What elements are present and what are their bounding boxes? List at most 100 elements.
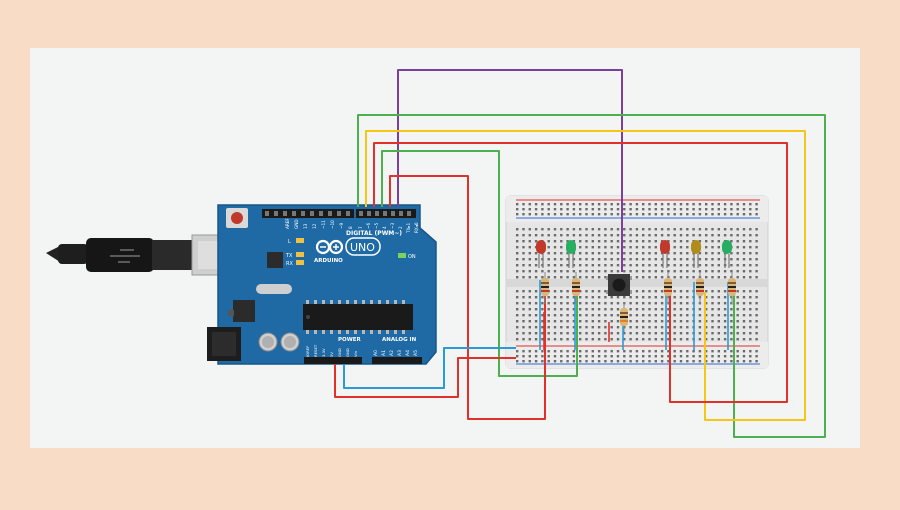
wire-power-jumpers[interactable]: [543, 312, 610, 350]
breadboard-hole: [597, 246, 601, 249]
wire-red-outer[interactable]: [373, 142, 788, 403]
wire-green-inner[interactable]: [381, 150, 578, 377]
digital-label: DIGITAL (PWM~): [346, 230, 402, 237]
breadboard-hole: [660, 326, 664, 329]
breadboard-hole: [528, 308, 531, 311]
breadboard-hole: [730, 276, 733, 279]
breadboard-hole: [623, 264, 626, 267]
analog-pin-label: A1: [381, 350, 387, 356]
pin-label: 8: [348, 226, 353, 229]
breadboard-hole: [547, 246, 550, 249]
breadboard-hole: [642, 252, 645, 255]
led-green-2[interactable]: [722, 240, 732, 268]
atmega-chip: [303, 304, 413, 330]
breadboard-hole: [591, 308, 594, 311]
breadboard-hole: [723, 360, 727, 363]
led-body[interactable]: [566, 240, 576, 254]
breadboard-hole: [717, 228, 720, 231]
reset-button-cap[interactable]: [231, 212, 243, 224]
led-red-2[interactable]: [660, 240, 670, 268]
breadboard-hole: [547, 252, 550, 255]
breadboard-hole: [528, 332, 531, 335]
breadboard-hole: [711, 326, 714, 329]
breadboard-hole: [717, 290, 720, 293]
breadboard-hole: [547, 296, 550, 299]
usb-cable[interactable]: [46, 234, 245, 276]
wire-purple[interactable]: [397, 69, 623, 272]
breadboard-hole: [547, 228, 550, 231]
breadboard-hole: [528, 258, 531, 261]
breadboard-hole: [522, 258, 525, 261]
breadboard-hole: [742, 296, 746, 299]
breadboard-hole: [673, 360, 676, 363]
breadboard-hole: [629, 246, 632, 249]
resistor[interactable]: [572, 272, 580, 304]
breadboard-hole: [579, 213, 582, 216]
wire-green-outer[interactable]: [357, 114, 826, 438]
arduino-board[interactable]: AREF GND 13 12 ~11 ~10 ~9 8 7 ~6 ~5 4 ~3…: [207, 204, 437, 365]
breadboard-hole: [635, 270, 639, 273]
wire-gnd[interactable]: [343, 347, 516, 389]
breadboard-hole: [654, 264, 657, 267]
led-body[interactable]: [691, 240, 701, 254]
breadboard-hole: [516, 240, 519, 243]
breadboard-hole: [705, 240, 708, 243]
breadboard-hole: [560, 270, 563, 273]
pin-label: ~3: [390, 222, 395, 229]
wire-5v[interactable]: [334, 357, 516, 398]
wire-red-inner[interactable]: [389, 175, 546, 420]
breadboard-hole: [642, 240, 645, 243]
wire-yellow[interactable]: [365, 130, 806, 421]
resistor[interactable]: [620, 302, 628, 332]
breadboard-hole: [604, 252, 607, 255]
breadboard-hole: [534, 360, 538, 363]
breadboard-hole: [667, 234, 670, 237]
push-button[interactable]: [606, 274, 632, 296]
led-body[interactable]: [660, 240, 670, 254]
breadboard-hole: [705, 296, 708, 299]
breadboard-hole: [717, 338, 720, 341]
arduino-wordmark: ARDUINO: [314, 258, 343, 264]
breadboard-hole: [629, 314, 632, 317]
breadboard-hole: [648, 240, 651, 243]
breadboard-hole: [711, 213, 714, 216]
resistor[interactable]: [696, 272, 704, 304]
led-yellow[interactable]: [691, 240, 701, 268]
breadboard-hole: [572, 320, 576, 323]
breadboard-hole: [528, 203, 531, 206]
led-body[interactable]: [536, 240, 546, 254]
pin-label: ~9: [339, 222, 344, 229]
breadboard-hole: [553, 360, 557, 363]
breadboard-hole: [560, 264, 563, 267]
breadboard-hole: [522, 228, 525, 231]
resistor[interactable]: [664, 272, 672, 304]
breadboard-hole: [667, 228, 670, 231]
wire-ground-jumpers[interactable]: [539, 280, 729, 350]
resistor[interactable]: [541, 272, 549, 304]
led-red-1[interactable]: [536, 240, 546, 268]
crystal: [256, 284, 292, 294]
breadboard-hole: [723, 203, 727, 206]
breadboard[interactable]: [505, 195, 769, 369]
breadboard-hole: [742, 320, 746, 323]
breadboard-hole: [560, 314, 563, 317]
breadboard-hole: [736, 240, 739, 243]
breadboard-hole: [585, 355, 588, 358]
breadboard-hole: [534, 264, 538, 267]
led-green-1[interactable]: [566, 240, 576, 268]
breadboard-hole: [541, 213, 544, 216]
breadboard-hole: [742, 234, 746, 237]
breadboard-hole: [585, 308, 588, 311]
breadboard-hole: [730, 228, 733, 231]
led-body[interactable]: [722, 240, 732, 254]
breadboard-hole: [623, 332, 626, 335]
power-led: [398, 253, 406, 258]
breadboard-hole: [660, 276, 664, 279]
breadboard-hole: [698, 320, 702, 323]
regulator: [233, 300, 255, 322]
resistor[interactable]: [728, 272, 736, 304]
breadboard-hole: [673, 264, 676, 267]
breadboard-hole: [755, 264, 758, 267]
breadboard-hole: [686, 213, 689, 216]
breadboard-hole: [730, 264, 733, 267]
